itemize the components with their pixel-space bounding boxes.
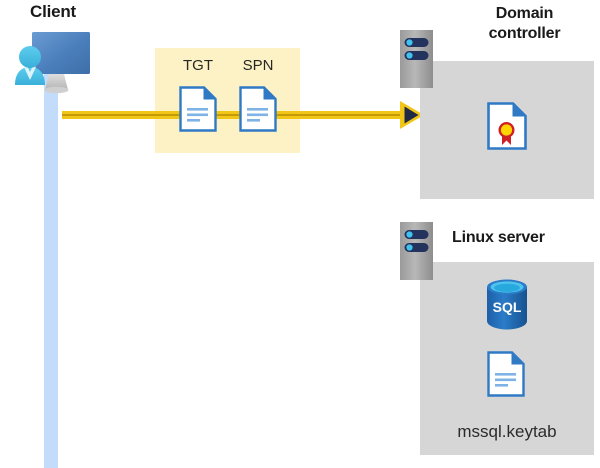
certificate-document-icon [487,102,527,150]
flow-arrow-icon [399,100,425,130]
domain-controller-title-line-2: controller [488,25,561,42]
client-label: Client [30,2,77,21]
flow-connector-line [62,111,407,119]
domain-controller-title: Domain controller [452,4,597,44]
server-tower-icon [400,222,433,280]
domain-controller-title-line-1: Domain [495,5,554,22]
document-icon [487,351,525,397]
document-icon [239,86,277,132]
linux-server-title: Linux server [452,229,545,246]
user-at-monitor-icon [8,28,94,96]
server-tower-icon [400,30,433,88]
client-lifeline [44,60,58,468]
sql-database-icon: SQL [484,278,530,330]
tgt-caption: TGT [183,57,213,74]
document-icon [179,86,217,132]
svg-text:SQL: SQL [493,299,522,315]
spn-caption: SPN [242,57,274,74]
keytab-file-label: mssql.keytab [457,422,557,441]
